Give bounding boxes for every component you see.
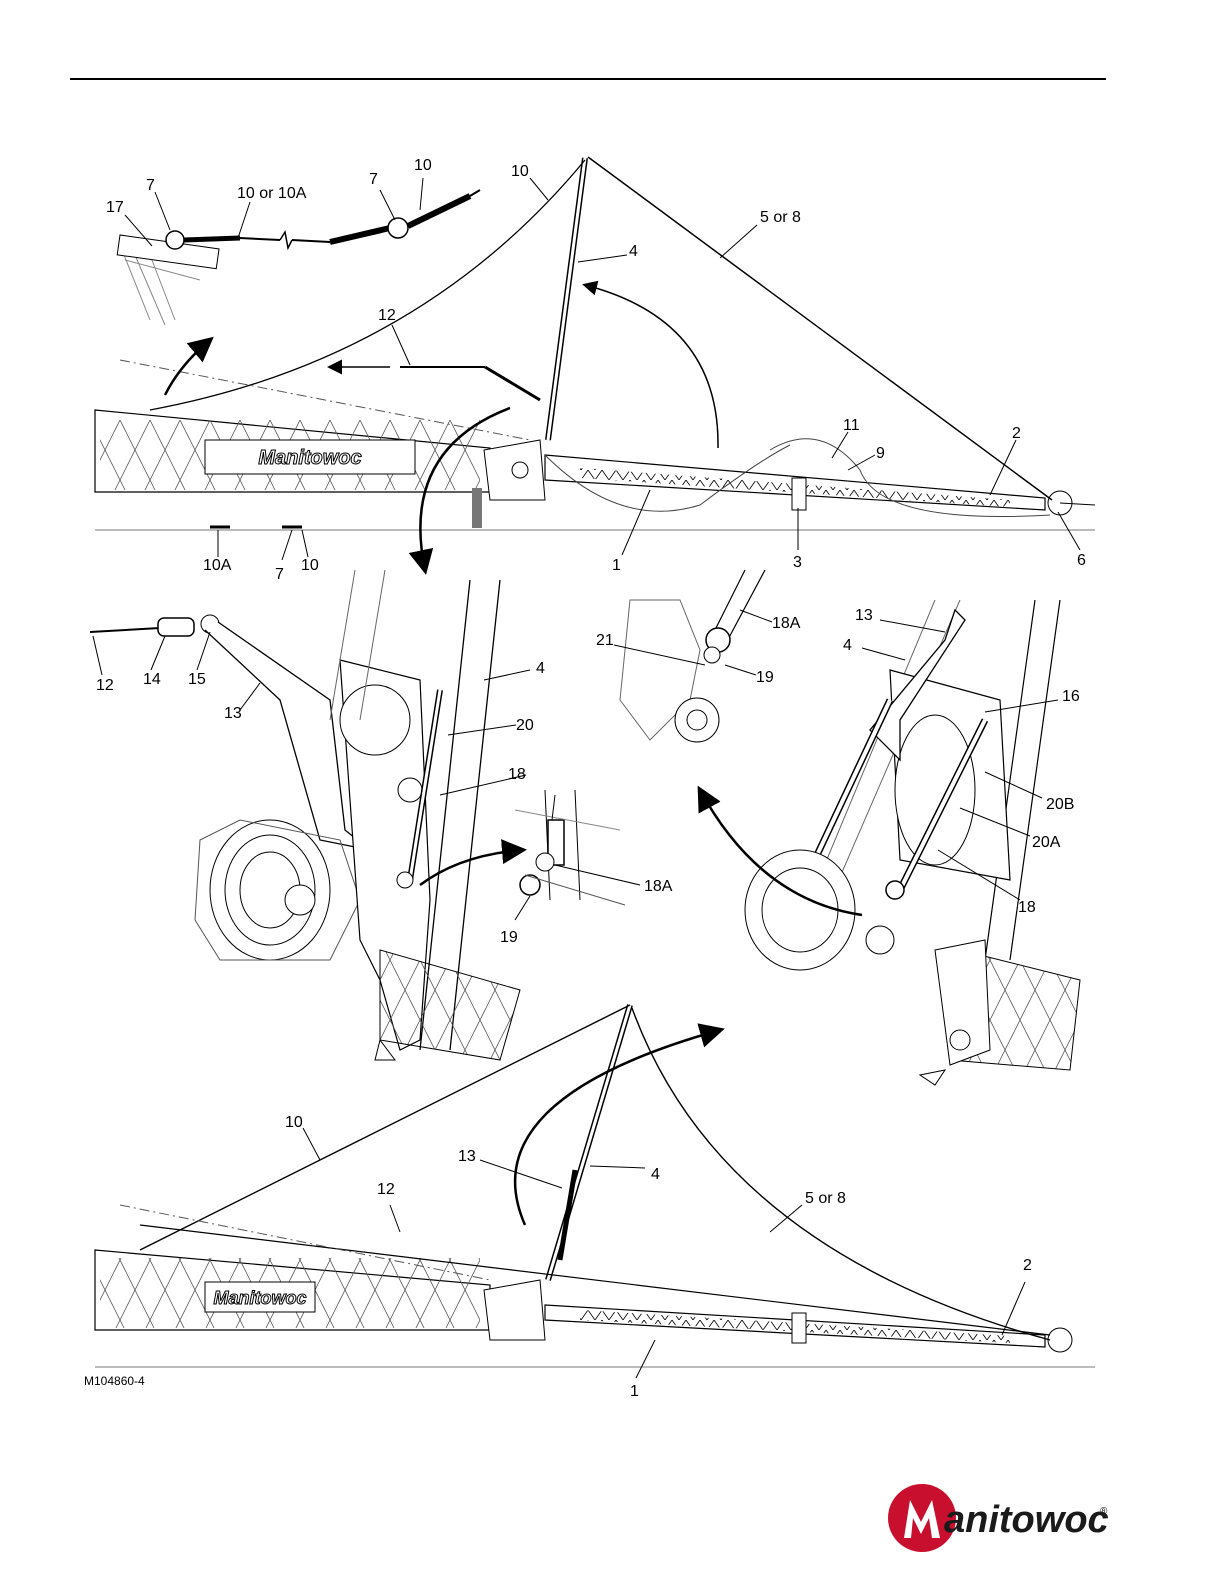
callout-15: 15 — [188, 671, 206, 688]
boom-brand-text-bottom: Manitowoc — [214, 1288, 307, 1308]
arrow-raise-strut-bottom — [515, 1030, 720, 1225]
callout-14: 14 — [143, 671, 161, 688]
logo-wordmark: anitowoc — [944, 1499, 1109, 1541]
callout-17: 17 — [106, 199, 124, 216]
callout-2-bottom: 2 — [1023, 1257, 1032, 1274]
callout-10-bottom: 10 — [285, 1114, 303, 1131]
callout-1: 1 — [612, 557, 621, 574]
callout-4-bottom: 4 — [651, 1166, 660, 1183]
arrow-raise-strut — [585, 285, 718, 448]
logo-registered-mark: ® — [1100, 1506, 1108, 1517]
callout-19: 19 — [500, 929, 518, 946]
callout-12-bottom: 12 — [377, 1181, 395, 1198]
callout-4-mid: 4 — [536, 660, 545, 677]
callout-3: 3 — [793, 554, 802, 571]
callout-6: 6 — [1077, 552, 1086, 569]
callout-5-or-8: 5 or 8 — [760, 209, 801, 226]
manitowoc-logo: anitowoc ® — [884, 1480, 1114, 1556]
callout-20a: 20A — [1032, 834, 1061, 851]
figure-id: M104860-4 — [84, 1374, 145, 1388]
callout-12: 12 — [378, 307, 396, 324]
callout-20: 20 — [516, 717, 534, 734]
middle-left-detail — [90, 570, 625, 1060]
callout-21: 21 — [596, 632, 614, 649]
callout-19-right: 19 — [756, 669, 774, 686]
callout-13-bottom: 13 — [458, 1148, 476, 1165]
callout-10c: 10 — [301, 557, 319, 574]
jib-section-top — [545, 455, 1095, 515]
callout-7c: 7 — [275, 566, 284, 583]
arrow-detail-up — [165, 340, 210, 395]
callout-13-right: 13 — [855, 607, 873, 624]
callout-18-right: 18 — [1018, 899, 1036, 916]
callout-18a-right: 18A — [772, 615, 801, 632]
callout-4-right: 4 — [843, 637, 852, 654]
main-boom-bottom: Manitowoc — [95, 1250, 545, 1340]
callout-13-mid: 13 — [224, 705, 242, 722]
callout-4: 4 — [629, 243, 638, 260]
callout-9: 9 — [876, 445, 885, 462]
callout-18a: 18A — [644, 878, 673, 895]
boom-brand-text: Manitowoc — [258, 447, 361, 469]
pendant-detail-inset — [117, 190, 480, 325]
callout-2: 2 — [1012, 425, 1021, 442]
callout-18: 18 — [508, 766, 526, 783]
top-view: Manitowoc — [95, 157, 1095, 570]
callout-10: 10 — [414, 157, 432, 174]
callout-12-mid: 12 — [96, 677, 114, 694]
callout-11: 11 — [843, 417, 860, 434]
main-boom-top: Manitowoc — [95, 410, 545, 528]
callout-7: 7 — [146, 177, 155, 194]
callout-1-bottom: 1 — [630, 1383, 639, 1400]
callout-10-or-10a: 10 or 10A — [237, 185, 307, 202]
callout-7b: 7 — [369, 171, 378, 188]
bottom-view: Manitowoc — [95, 1005, 1095, 1367]
callout-5-or-8-bottom: 5 or 8 — [805, 1190, 846, 1207]
callout-10a: 10A — [203, 557, 232, 574]
callout-10b: 10 — [511, 163, 529, 180]
callout-20b: 20B — [1046, 796, 1074, 813]
callout-16: 16 — [1062, 688, 1080, 705]
